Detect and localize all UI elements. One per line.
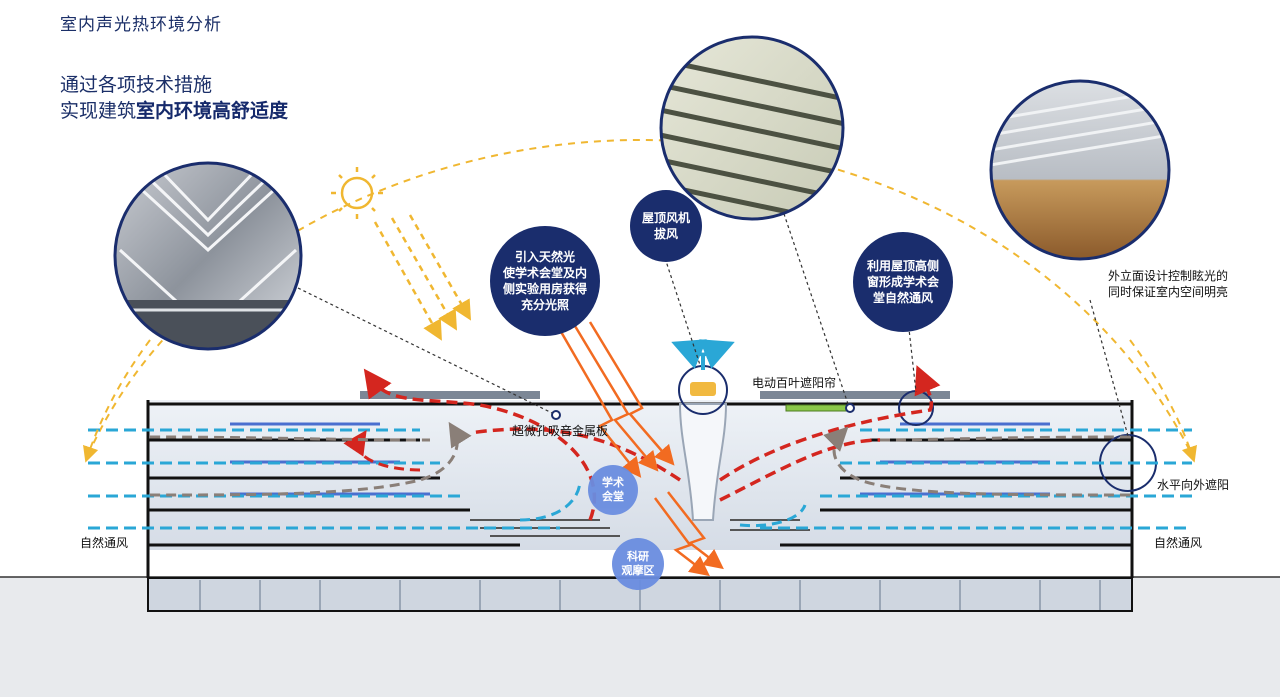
- sun-arc-right-tail: [1129, 339, 1197, 463]
- auditorium-seating: [470, 519, 810, 537]
- daylight-callout: 引入天然光 使学术会堂及内 侧实验用房获得 充分光照: [490, 226, 600, 336]
- photo-ceiling-metal: [113, 161, 303, 351]
- daylight-callout-line-2: 使学术会堂及内: [502, 266, 587, 280]
- fan-shaft: [678, 403, 728, 521]
- exhaust-arrows-icon: [671, 339, 735, 370]
- blinds-marker: [845, 403, 855, 413]
- high-window-callout: 利用屋顶高侧 窗形成学术会 堂自然通风: [853, 232, 953, 332]
- horizontal-shading-label: 水平向外遮阳: [1157, 478, 1230, 492]
- sun-arc-left-tail: [83, 339, 151, 463]
- acoustic-panel-label: 超微孔吸音金属板: [512, 424, 609, 438]
- daylight-rays: [558, 321, 724, 577]
- photo-louvered-skylight: [659, 35, 845, 221]
- cool-air-curve-left: [519, 479, 582, 522]
- acoustic-panel-marker: [551, 410, 561, 420]
- observation-zone: 科研 观摩区: [612, 538, 664, 590]
- high-window-callout-line-3: 堂自然通风: [872, 291, 933, 305]
- observation-line-1: 科研: [627, 550, 649, 563]
- roof-fan-callout: 屋顶风机 拔风: [630, 190, 702, 262]
- roof-fan-callout-line-2: 拔风: [653, 227, 678, 241]
- section-title: 室内声光热环境分析: [60, 15, 222, 35]
- tagline-line-2: 实现建筑室内环境高舒适度: [60, 98, 288, 124]
- basement-columns: [199, 580, 1101, 610]
- natural-vent-right-label: 自然通风: [1154, 536, 1203, 550]
- sun-icon: [331, 167, 383, 219]
- sunlight-rays: [373, 214, 471, 341]
- daylight-callout-line-4: 充分光照: [520, 298, 569, 312]
- academic-hall-line-2: 会堂: [602, 490, 624, 503]
- high-window-callout-line-2: 窗形成学术会: [866, 275, 939, 289]
- daylight-callout-line-1: 引入天然光: [514, 250, 575, 264]
- natural-ventilation-flow: [88, 428, 1192, 530]
- cool-air-curve-right: [739, 504, 807, 528]
- high-window-callout-line-1: 利用屋顶高侧: [866, 259, 939, 273]
- tagline-prefix: 实现建筑: [60, 100, 137, 122]
- photo-facade-wood: [989, 79, 1171, 261]
- observation-line-2: 观摩区: [621, 564, 655, 577]
- electric-blinds-label: 电动百叶遮阳帘: [752, 376, 837, 390]
- warm-air-loop-left: [343, 430, 421, 472]
- fan-unit: [690, 382, 716, 396]
- tagline-emphasis: 室内环境高舒适度: [136, 100, 289, 122]
- roof-skylight-right: [760, 391, 950, 399]
- tagline: 通过各项技术措施 实现建筑室内环境高舒适度: [60, 72, 288, 124]
- natural-vent-left-label: 自然通风: [80, 536, 129, 550]
- academic-hall-line-1: 学术: [602, 476, 624, 489]
- facade-glare-line-1: 外立面设计控制眩光的: [1108, 269, 1229, 283]
- return-air-flow: [149, 421, 1131, 497]
- electric-blinds: [785, 404, 851, 412]
- academic-hall-zone: 学术 会堂: [588, 465, 638, 515]
- roof-fan-callout-line-1: 屋顶风机: [641, 211, 690, 225]
- facade-glare-label: 外立面设计控制眩光的 同时保证室内空间明亮: [1108, 268, 1248, 300]
- floor-slabs-left: [148, 438, 520, 547]
- daylight-callout-line-3: 侧实验用房获得: [502, 282, 587, 296]
- leader-lines: [297, 207, 1129, 437]
- roof-skylight-left: [360, 391, 540, 399]
- tagline-line-1: 通过各项技术措施: [60, 74, 213, 96]
- facade-glare-line-2: 同时保证室内空间明亮: [1108, 285, 1229, 299]
